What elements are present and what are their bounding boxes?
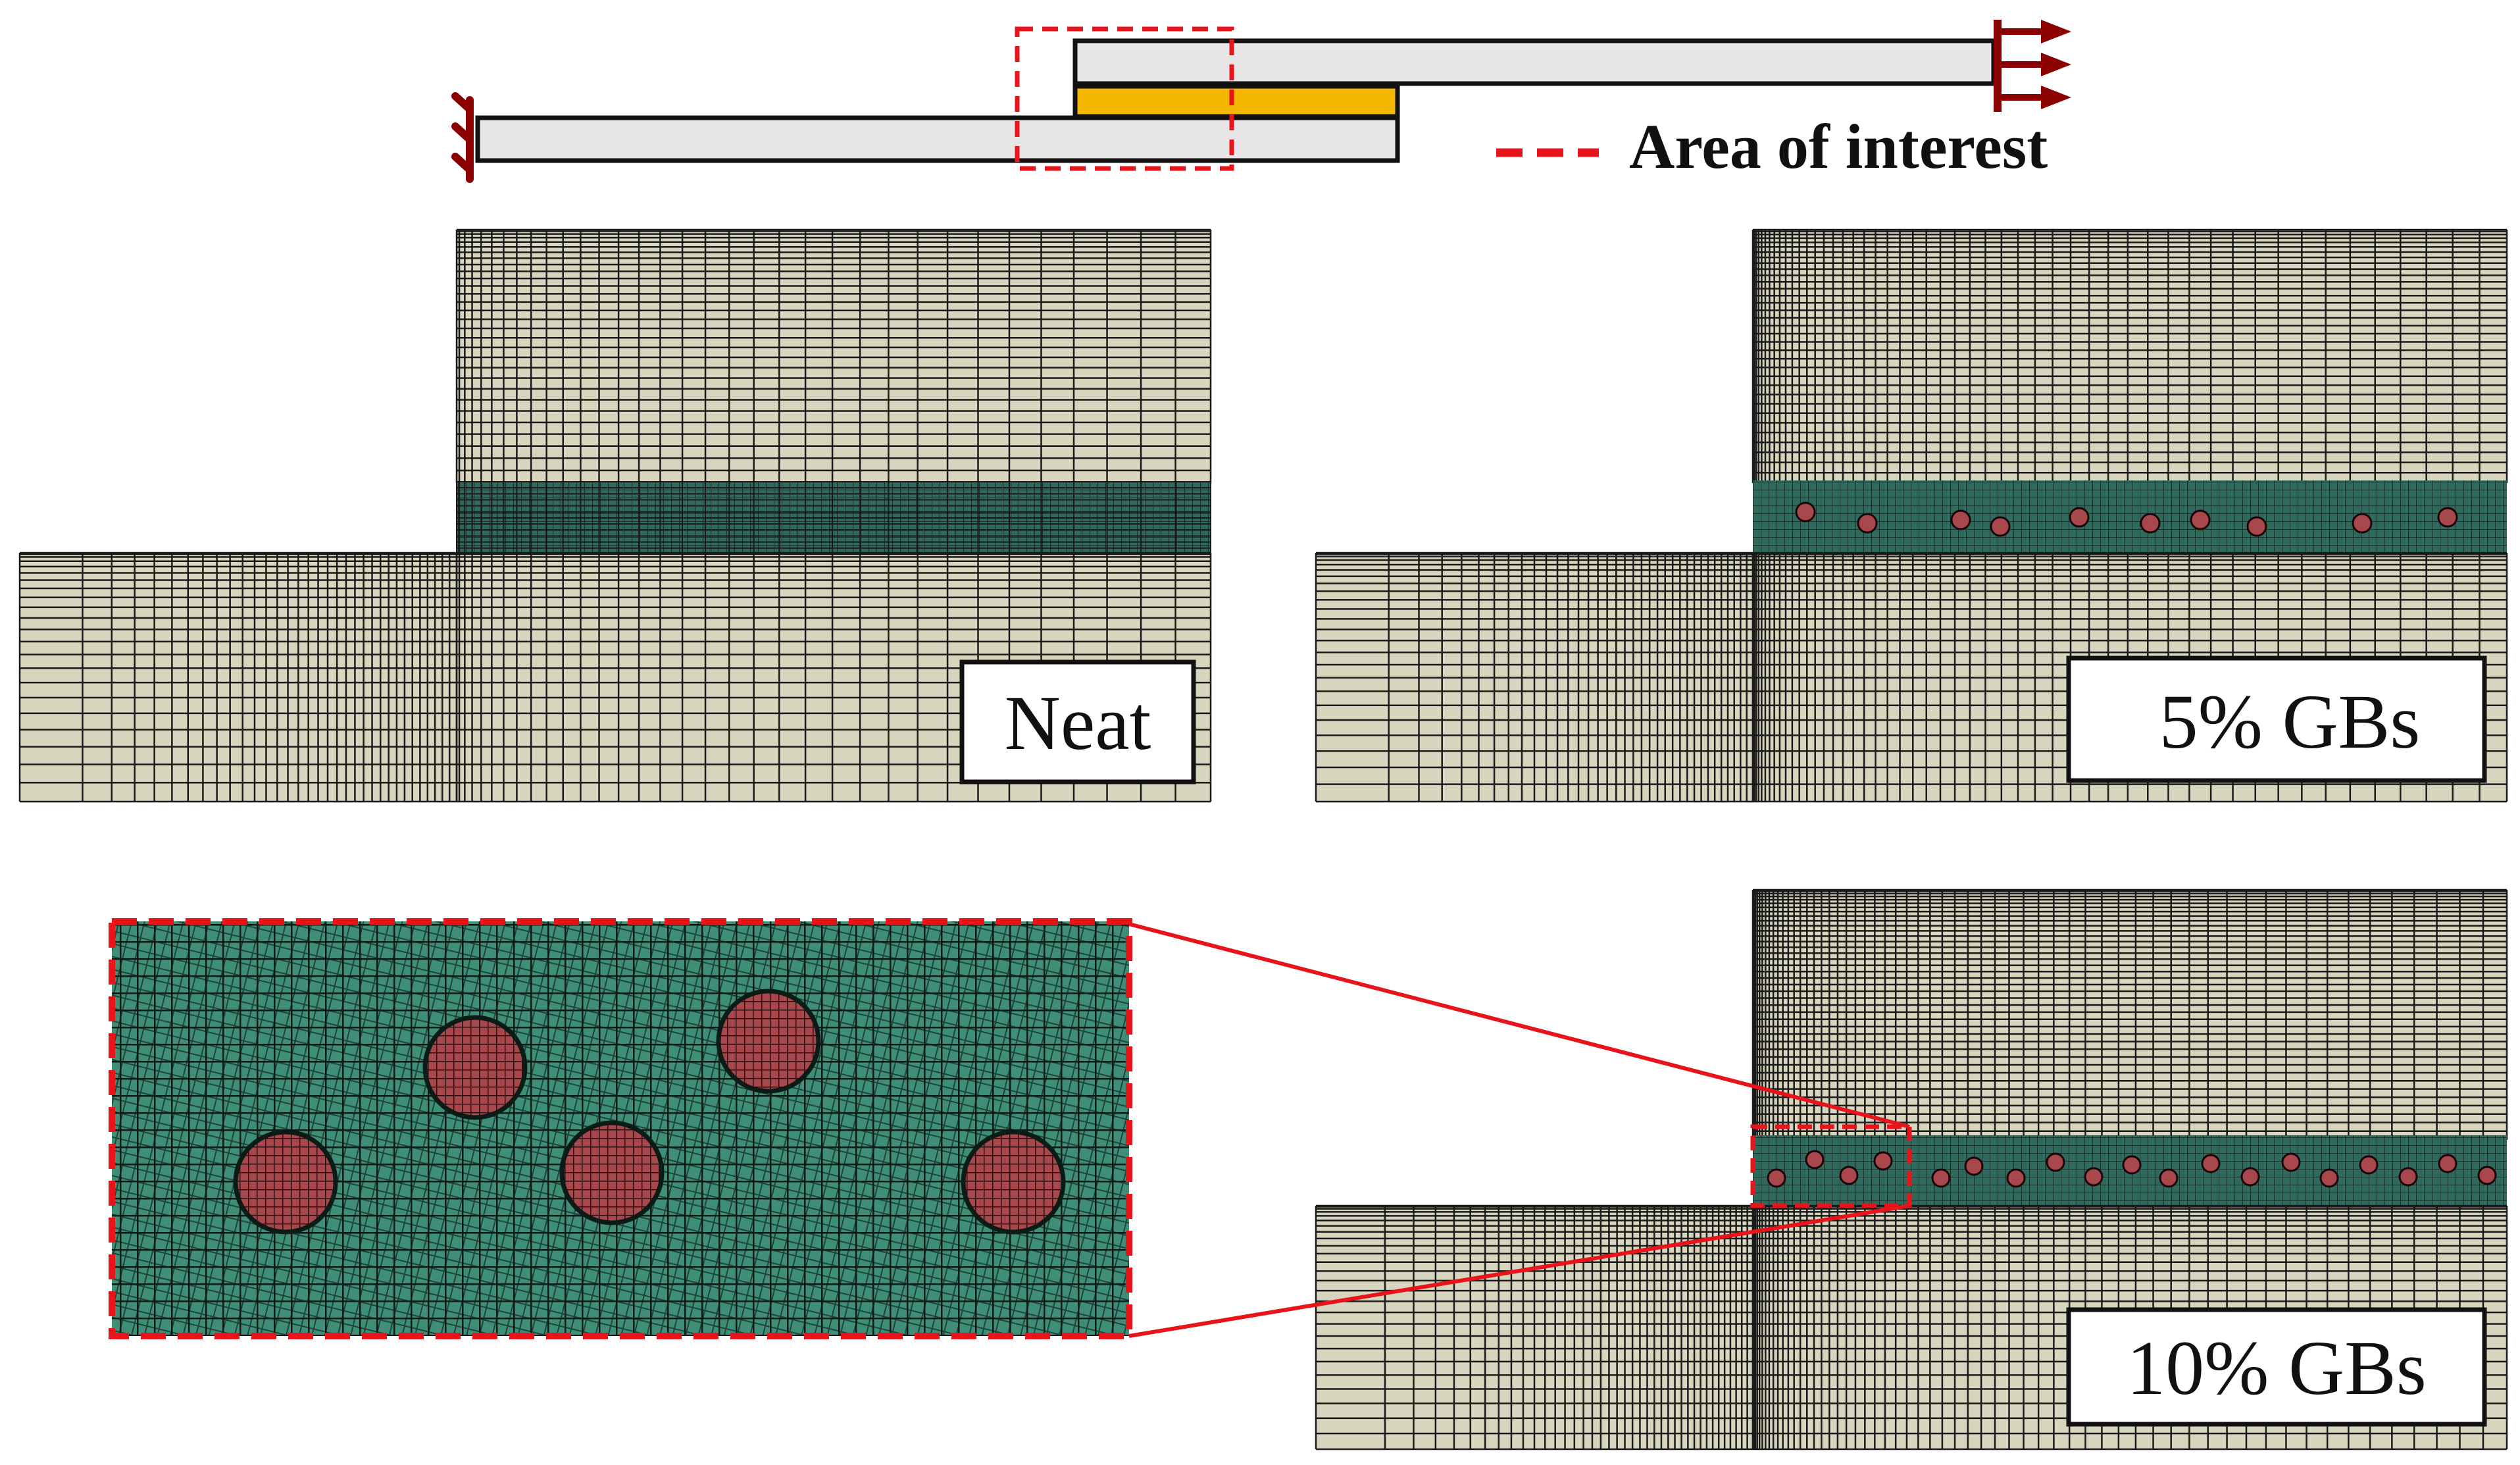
glass-bead-particle (2006, 1168, 2026, 1188)
neat-lower-mesh (18, 552, 1212, 803)
legend-label: Area of interest (1629, 111, 2048, 182)
glass-bead-particle (1857, 513, 1878, 534)
glass-bead-particle (2190, 509, 2211, 530)
glass-bead-particle (1950, 509, 1971, 530)
glass-bead-particle (961, 1129, 1066, 1235)
glass-bead-particle (559, 1120, 665, 1225)
glass-bead-particle (2159, 1168, 2179, 1188)
gb5-label-box (2066, 655, 2487, 783)
glass-bead-particle (2140, 513, 2161, 534)
glass-bead-particle (1839, 1166, 1859, 1185)
glass-bead-particle (716, 989, 821, 1094)
gb10-label-box (2066, 1307, 2487, 1427)
zoom-inset-border (109, 918, 1132, 1339)
gb5-upper-mesh (1751, 228, 2508, 484)
glass-bead-particle (1964, 1156, 1984, 1176)
glass-bead-particle (2438, 1154, 2457, 1173)
panel-10pct-gbs: 10% GBs (1315, 888, 2508, 1451)
glass-bead-particle (2046, 1152, 2065, 1172)
gb5-particles (1795, 501, 2458, 537)
glass-bead-particle (2352, 513, 2373, 534)
gb10-particles (1767, 1150, 2497, 1188)
neat-label-box (959, 659, 1196, 784)
glass-bead-particle (1990, 516, 2011, 537)
zoom-particles (233, 989, 1066, 1235)
neat-upper-mesh (455, 228, 1212, 484)
interest-region-box (1015, 26, 1234, 171)
panel-5pct-gbs: 5% GBs (1315, 228, 2508, 803)
gb10-upper-mesh (1751, 888, 2508, 1141)
glass-bead-particle (2069, 507, 2090, 528)
neat-upper-adherend (457, 230, 1211, 483)
glass-bead-particle (422, 1015, 528, 1120)
glass-bead-particle (2477, 1166, 2497, 1185)
lower-adherend (475, 115, 1400, 163)
upper-adherend (1072, 38, 1996, 86)
glass-bead-particle (2240, 1167, 2260, 1187)
glass-bead-particle (2319, 1168, 2339, 1188)
glass-bead-particle (1795, 501, 1816, 523)
gb5-adhesive (1753, 480, 2507, 554)
glass-bead-particle (1805, 1150, 1825, 1169)
glass-bead-particle (2246, 516, 2267, 537)
glass-bead-particle (1931, 1168, 1951, 1188)
fixed-support-icon (451, 92, 474, 183)
panel-neat: Neat (18, 228, 1212, 803)
gb10-zoom-region (1750, 1124, 1912, 1208)
glass-bead-particle (2084, 1167, 2104, 1187)
glass-bead-particle (2437, 507, 2458, 528)
joint-schematic: Area of interest (451, 20, 2071, 183)
zoom-callout-line-top (1128, 922, 1910, 1129)
neat-label: Neat (1005, 680, 1151, 766)
gb5-lower-mesh (1315, 552, 2508, 803)
gb5-upper-adherend (1753, 230, 2507, 483)
glass-bead-particle (233, 1129, 338, 1235)
adhesive-layer (1072, 84, 1400, 119)
glass-bead-particle (2201, 1154, 2221, 1173)
glass-bead-particle (1767, 1168, 1786, 1188)
glass-bead-particle (1873, 1151, 1893, 1171)
zoom-inset (109, 918, 1910, 1339)
gb10-label: 10% GBs (2127, 1325, 2427, 1411)
zoom-callout-line-bottom (1128, 1204, 1910, 1338)
glass-bead-particle (2398, 1167, 2418, 1187)
glass-bead-particle (2122, 1155, 2142, 1175)
gb10-upper-adherend (1753, 890, 2507, 1140)
load-arrows-icon (1994, 20, 2071, 112)
glass-bead-particle (2281, 1152, 2301, 1172)
glass-bead-particle (2359, 1155, 2379, 1175)
gb10-lower-mesh (1315, 1204, 2508, 1451)
gb5-label: 5% GBs (2159, 679, 2421, 765)
